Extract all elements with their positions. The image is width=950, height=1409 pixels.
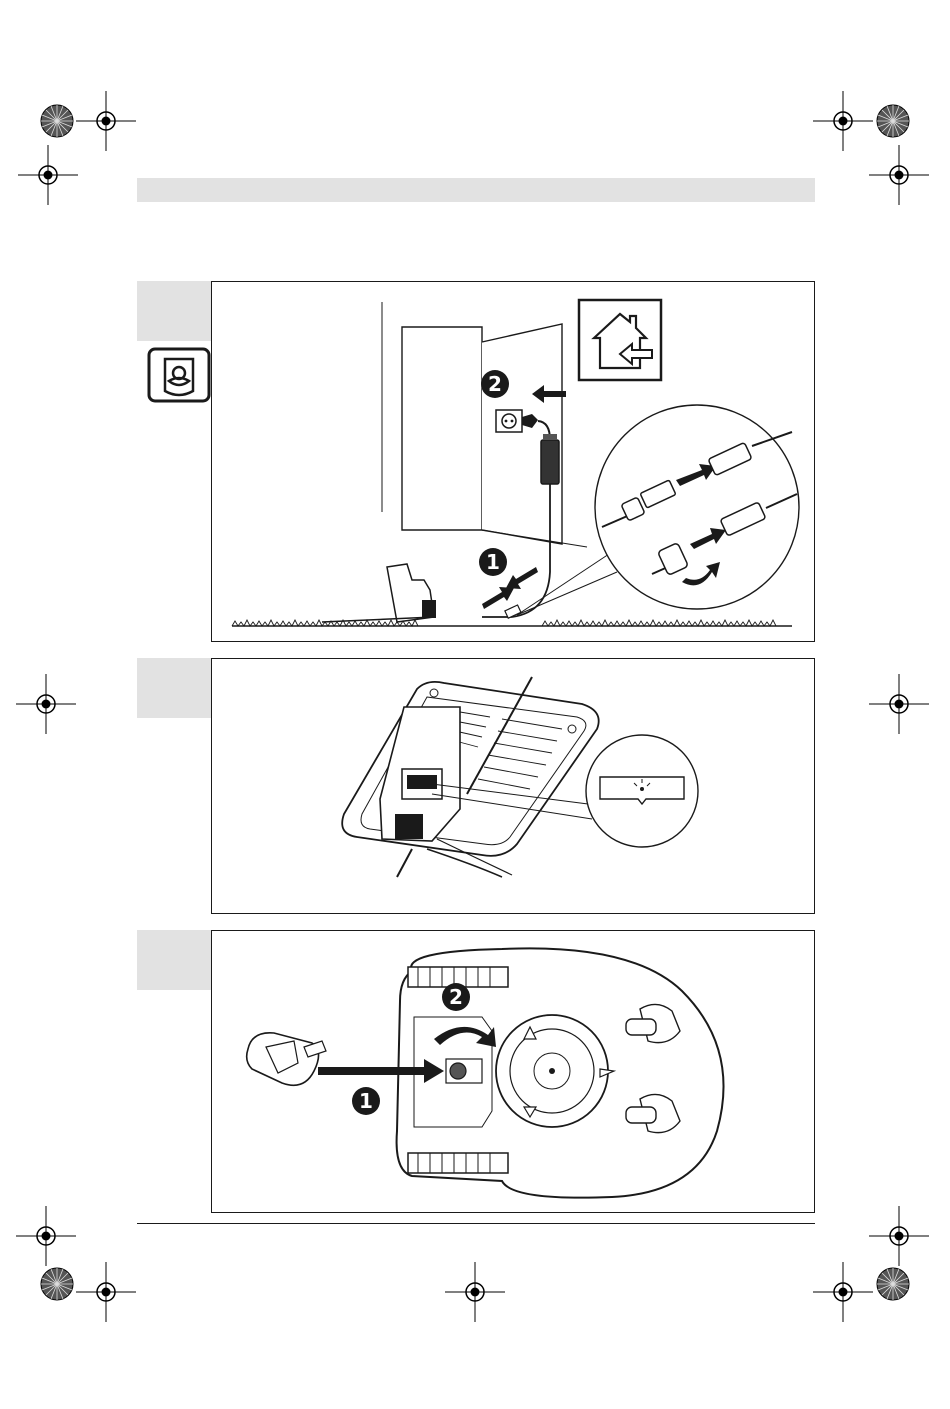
svg-text:2: 2 [488,372,502,396]
indoor-home-icon [579,300,661,380]
svg-text:1: 1 [486,550,500,574]
figure-tab-1 [137,281,211,341]
step-badge-1: 1 [352,1087,380,1115]
svg-text:1: 1 [359,1089,373,1113]
figure-charging-station-connection: 2 1 [211,281,815,642]
sunburst-mark-tr [877,105,909,137]
blade-adjustment-illustration: 2 1 [212,931,814,1212]
footer-rule [137,1223,815,1224]
sunburst-mark-tl [41,105,73,137]
mower-docked-illustration [212,659,814,913]
header-band [137,178,815,202]
step-badge-1: 1 [479,548,507,576]
figure-blade-adjustment: 2 1 [211,930,815,1213]
figure-tab-2 [137,658,211,718]
sunburst-mark-bl [41,1268,73,1300]
svg-text:2: 2 [449,985,463,1009]
step-badge-2: 2 [442,983,470,1011]
sunburst-mark-br [877,1268,909,1300]
step-badge-2: 2 [481,370,509,398]
power-socket-icon [496,410,522,432]
figure-mower-on-station [211,658,815,914]
charging-connection-illustration: 2 1 [212,282,814,641]
charging-station-icon [147,347,213,405]
figure-tab-3 [137,930,211,990]
